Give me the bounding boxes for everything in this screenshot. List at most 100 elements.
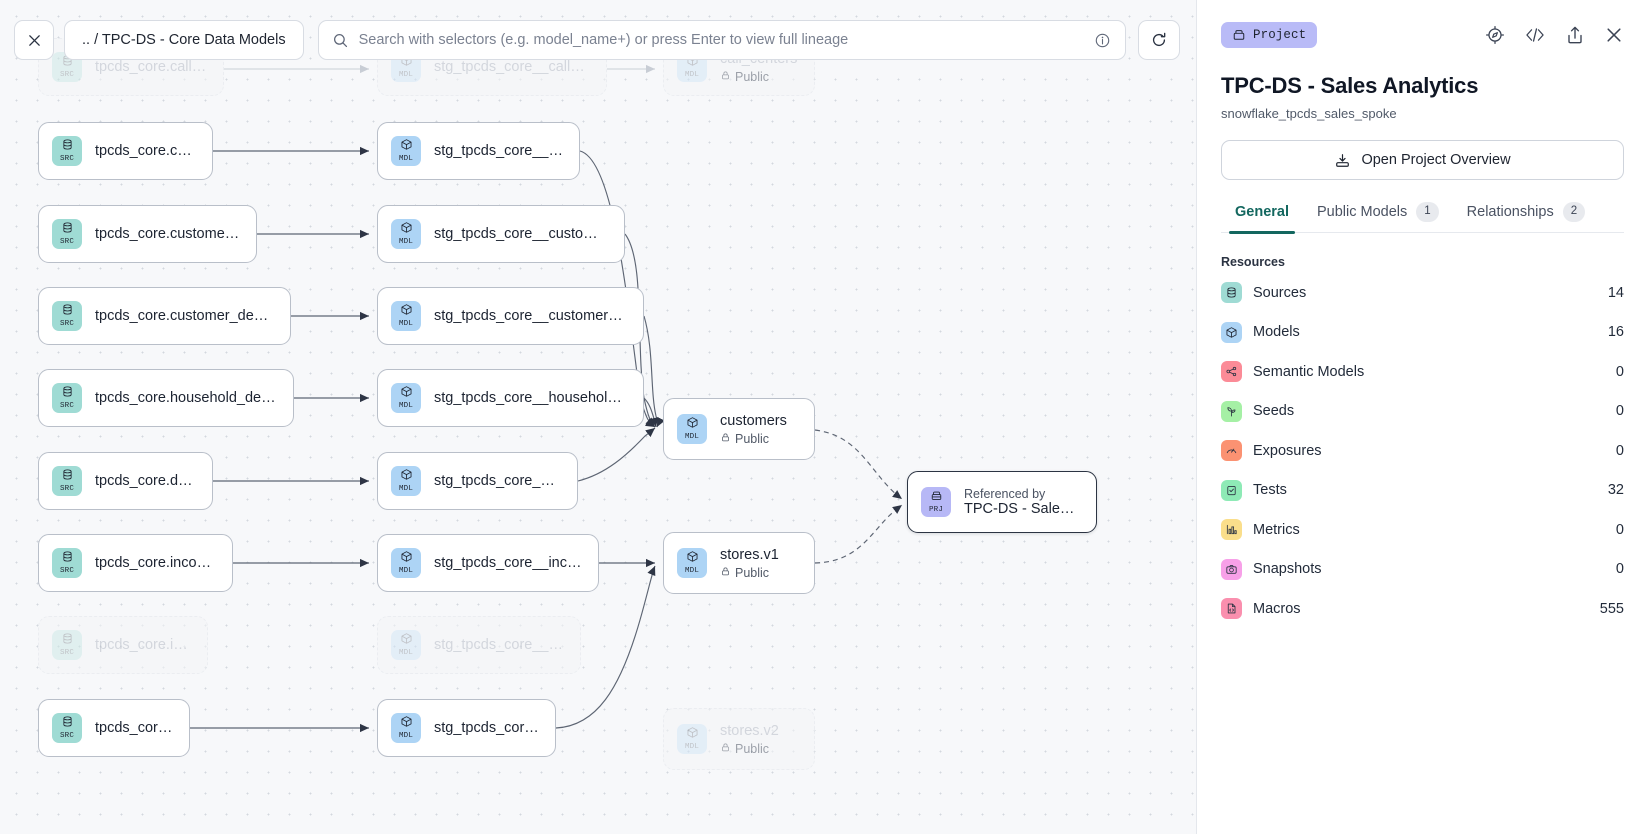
- compass-icon[interactable]: [1485, 25, 1505, 45]
- node-visibility: Public: [720, 566, 779, 580]
- node-text: stg_tpcds_core__date_dim: [434, 473, 561, 489]
- node-title: TPC-DS - Sales Analytics: [964, 501, 1080, 517]
- cube-icon: [1221, 321, 1242, 343]
- camera-icon: [1221, 558, 1242, 580]
- node-text: stg_tpcds_core__customer_demogra…: [434, 308, 627, 324]
- node-text: tpcds_core.household_demographics: [95, 390, 277, 406]
- search-icon: [333, 33, 347, 47]
- node-visibility: Public: [720, 432, 787, 446]
- share-icon[interactable]: [1565, 25, 1585, 45]
- lineage-node-mdl_customer_demographics[interactable]: MDLstg_tpcds_core__customer_demogra…: [377, 287, 644, 345]
- tab-label: Public Models: [1317, 203, 1408, 220]
- resource-label: Tests: [1253, 482, 1287, 499]
- node-title: tpcds_core.customer: [95, 143, 196, 159]
- clipboard-check-icon: [1221, 479, 1242, 501]
- node-type-label: MDL: [398, 485, 414, 494]
- cube-icon: [400, 715, 413, 732]
- node-title: stores.v1: [720, 546, 779, 563]
- node-title: tpcds_core.date_dim: [95, 473, 196, 489]
- sprout-icon: [1221, 400, 1242, 422]
- node-title: tpcds_core.store: [95, 720, 173, 736]
- node-type-badge-mdl: MDL: [677, 414, 707, 444]
- tab-general[interactable]: General: [1221, 202, 1303, 234]
- lineage-node-src_date_dim[interactable]: SRC tpcds_core.date_dim: [38, 452, 213, 510]
- search-input[interactable]: Search with selectors (e.g. model_name+)…: [358, 32, 849, 48]
- database-icon: [61, 632, 74, 649]
- resource-type-chip[interactable]: Project: [1221, 22, 1318, 48]
- node-type-label: MDL: [398, 238, 414, 247]
- lineage-node-mdl_household_demographics[interactable]: MDLstg_tpcds_core__household_demogr…: [377, 369, 644, 427]
- cube-icon: [686, 416, 699, 433]
- close-panel-icon[interactable]: [1604, 25, 1624, 45]
- node-type-label: SRC: [59, 155, 75, 164]
- download-box-icon: [1336, 153, 1350, 167]
- tab-label: Relationships: [1466, 203, 1554, 220]
- breadcrumb[interactable]: .. / TPC-DS - Core Data Models: [64, 20, 304, 60]
- code-icon[interactable]: [1524, 25, 1546, 45]
- open-project-overview-button[interactable]: Open Project Overview: [1221, 140, 1624, 180]
- node-type-label: SRC: [59, 567, 75, 576]
- node-type-badge-src: SRC: [52, 466, 82, 496]
- chip-label: Project: [1253, 28, 1307, 42]
- close-lineage-button[interactable]: [14, 20, 54, 60]
- refresh-button[interactable]: [1138, 20, 1180, 60]
- refresh-icon: [1152, 32, 1166, 47]
- node-type-badge-mdl: MDL: [391, 383, 421, 413]
- node-title: customers: [720, 412, 787, 429]
- tab-label: General: [1235, 203, 1289, 220]
- node-title: tpcds_core.inventory: [95, 637, 191, 653]
- lineage-node-mdl_income_band[interactable]: MDL stg_tpcds_core__income_band: [377, 534, 599, 592]
- node-type-badge-src: SRC: [52, 136, 82, 166]
- node-text: tpcds_core.customer: [95, 143, 196, 159]
- node-title: stg_tpcds_core__customer: [434, 143, 563, 159]
- file-code-icon: [1221, 598, 1242, 620]
- lineage-node-mdl_customer[interactable]: MDL stg_tpcds_core__customer: [377, 122, 580, 180]
- node-text: stg_tpcds_core__call_center: [434, 59, 590, 75]
- resource-label: Metrics: [1253, 521, 1300, 538]
- lineage-node-src_customer[interactable]: SRC tpcds_core.customer: [38, 122, 213, 180]
- info-circle-icon[interactable]: [1094, 32, 1111, 49]
- lineage-node-mdl_date_dim[interactable]: MDL stg_tpcds_core__date_dim: [377, 452, 578, 510]
- node-text: stg_tpcds_core__income_band: [434, 555, 582, 571]
- node-text: stg_tpcds_core__inventory: [434, 637, 564, 653]
- node-text: tpcds_core.customer_demographics: [95, 308, 274, 324]
- node-type-label: SRC: [59, 71, 75, 80]
- graph-nodes-icon: [1221, 361, 1242, 383]
- search-bar[interactable]: Search with selectors (e.g. model_name+)…: [317, 20, 1126, 60]
- node-type-badge-mdl: MDL: [391, 548, 421, 578]
- database-icon: [61, 303, 74, 320]
- lineage-node-src_income_band[interactable]: SRC tpcds_core.income_band: [38, 534, 233, 592]
- lock-icon: [720, 742, 731, 756]
- node-kicker: Referenced by: [964, 487, 1046, 501]
- lineage-canvas[interactable]: SRCtpcds_core.call_centerMDLstg_tpcds_co…: [0, 0, 1196, 834]
- node-title: stg_tpcds_core__inventory: [434, 637, 564, 653]
- node-title: tpcds_core.income_band: [95, 555, 216, 571]
- node-title: stg_tpcds_core__customer_demogra…: [434, 308, 627, 324]
- node-text: call_centersPublic: [720, 51, 797, 84]
- node-type-label: MDL: [398, 155, 414, 164]
- node-title: tpcds_core.customer_demographics: [95, 308, 274, 324]
